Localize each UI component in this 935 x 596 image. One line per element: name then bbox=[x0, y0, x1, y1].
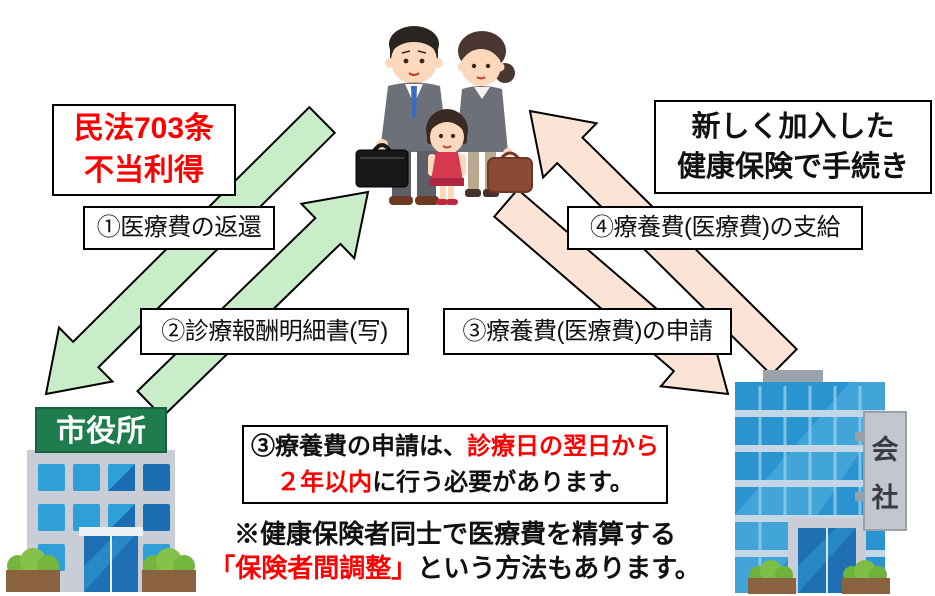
step4-label: ④療養費(医療費)の支給 bbox=[590, 214, 840, 242]
new-insurance-box: 新しく加入した 健康保険で手続き bbox=[654, 100, 932, 194]
company-sign: 会 社 bbox=[855, 411, 907, 531]
father-figure bbox=[355, 26, 448, 205]
step1-label-box: ①医療費の返還 bbox=[83, 206, 275, 250]
footnote-line2-red: 「保険者間調整」 bbox=[209, 553, 418, 584]
family-illustration bbox=[355, 26, 533, 205]
step2-label-box: ②診療報酬明細書(写) bbox=[140, 308, 409, 355]
new-insurance-line1: 新しく加入した bbox=[691, 110, 895, 143]
footnote-text: ※健康保険者同士で医療費を精算する 「保険者間調整」という方法もあります。 bbox=[205, 517, 705, 586]
deadline-note-box: ③療養費の申請は、診療日の翌日から ２年以内に行う必要があります。 bbox=[242, 425, 668, 504]
footnote-line1: ※健康保険者同士で医療費を精算する bbox=[233, 519, 676, 549]
handbag bbox=[487, 157, 533, 193]
note-line1-black: ③療養費の申請は、 bbox=[251, 432, 467, 460]
arrow-step1-return bbox=[44, 105, 337, 396]
new-insurance-text: 新しく加入した 健康保険で手続き bbox=[677, 107, 909, 187]
cityhall-sign-text: 市役所 bbox=[56, 414, 146, 448]
note-line2-red: ２年以内 bbox=[276, 468, 373, 496]
cityhall-sign: 市役所 bbox=[35, 407, 167, 453]
minpo-703-text: 民法703条 不当利得 bbox=[74, 108, 214, 192]
new-insurance-line2: 健康保険で手続き bbox=[676, 151, 909, 183]
step3-label: ③療養費(医療費)の申請 bbox=[462, 317, 713, 345]
step1-label: ①医療費の返還 bbox=[96, 214, 262, 242]
minpo-line1: 民法703条 bbox=[73, 112, 215, 145]
briefcase-handle bbox=[372, 143, 392, 153]
arrow-step2-statement bbox=[136, 190, 370, 419]
cityhall-illustration: 市役所 bbox=[6, 407, 196, 592]
company-roof bbox=[763, 370, 823, 384]
cityhall-bushes bbox=[6, 548, 196, 592]
deadline-note-text: ③療養費の申請は、診療日の翌日から ２年以内に行う必要があります。 bbox=[251, 429, 659, 501]
company-door bbox=[788, 518, 866, 593]
company-bushes bbox=[748, 560, 890, 594]
note-line1-red: 診療日の翌日から bbox=[467, 432, 659, 460]
mother-figure bbox=[456, 31, 533, 197]
cityhall-door bbox=[79, 527, 143, 592]
company-sign-char-2: 社 bbox=[872, 482, 899, 513]
step3-label-box: ③療養費(医療費)の申請 bbox=[443, 308, 732, 355]
daughter-figure bbox=[426, 109, 468, 205]
note-line2-black: に行う必要があります。 bbox=[372, 468, 634, 496]
minpo-line2: 不当利得 bbox=[84, 154, 204, 187]
company-sign-char-1: 会 bbox=[872, 435, 899, 465]
step4-label-box: ④療養費(医療費)の支給 bbox=[567, 206, 863, 250]
minpo-703-box: 民法703条 不当利得 bbox=[52, 104, 236, 196]
company-illustration: 会 社 bbox=[735, 370, 907, 594]
step2-label: ②診療報酬明細書(写) bbox=[161, 317, 388, 345]
footnote-line2-black: という方法もあります。 bbox=[417, 553, 701, 584]
briefcase bbox=[355, 149, 409, 188]
